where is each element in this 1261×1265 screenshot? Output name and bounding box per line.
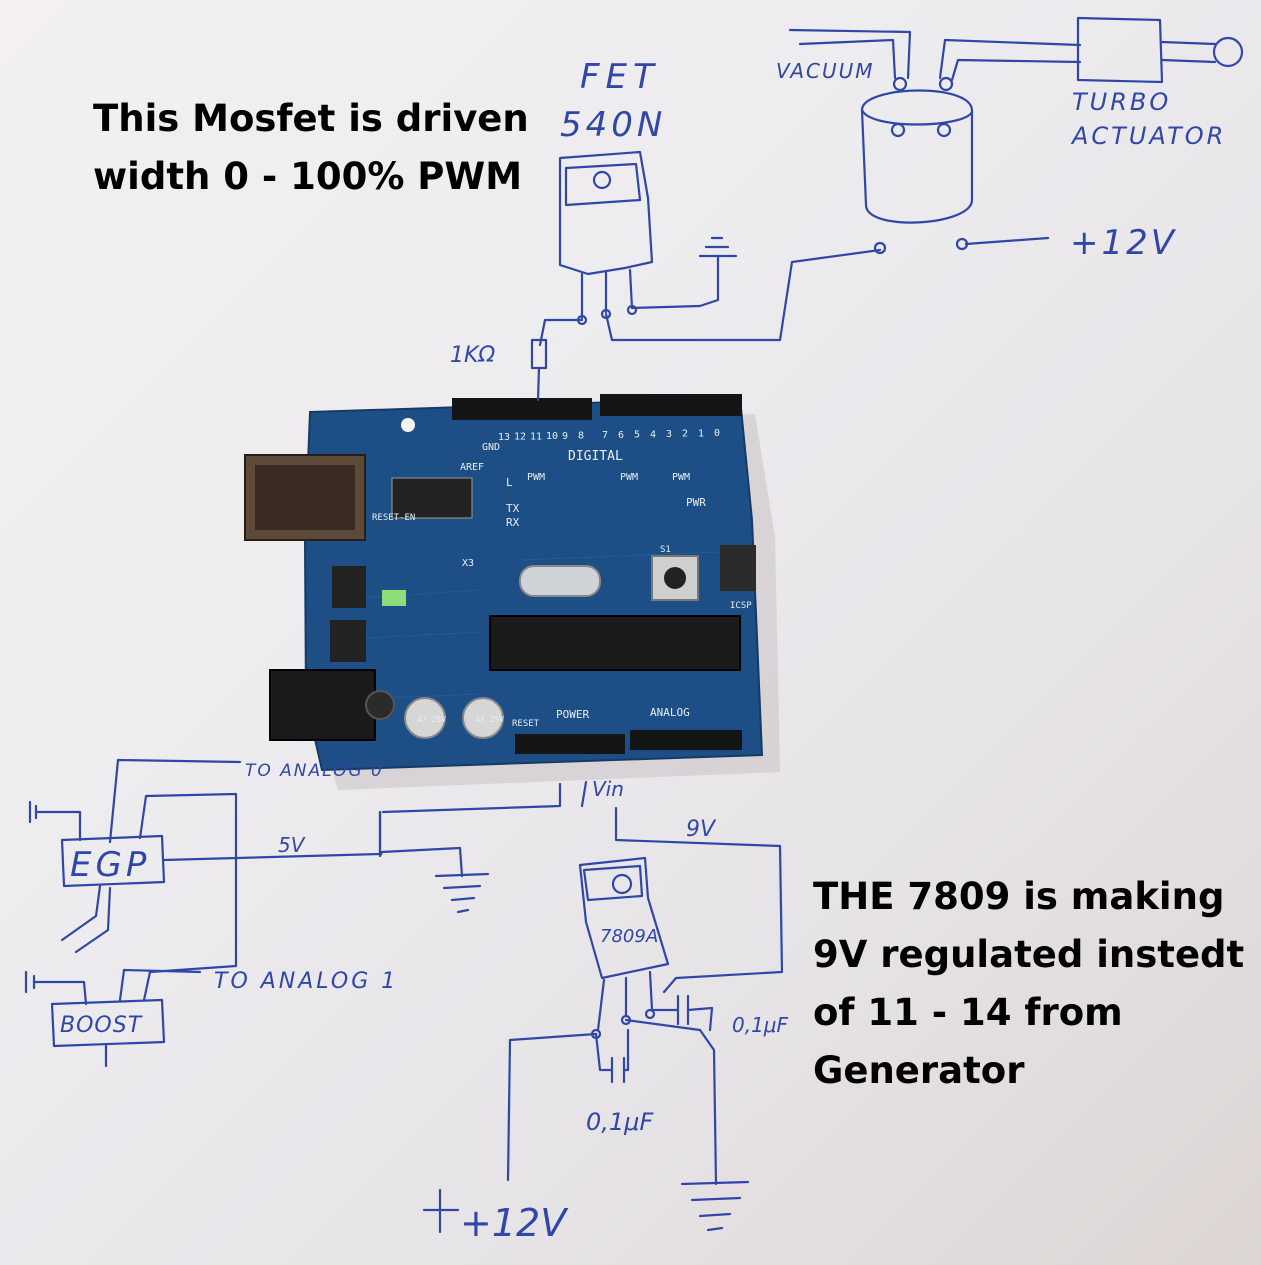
pin-number: 1: [698, 428, 704, 439]
pin-number: 11: [530, 431, 542, 442]
note-pwm-line-1: This Mosfet is driven: [93, 97, 529, 140]
label-pwr: PWR: [686, 496, 706, 509]
power-header: [515, 734, 625, 754]
label-9v: 9V: [686, 817, 717, 842]
label-x3: X3: [462, 558, 474, 569]
usb-chip: [391, 477, 473, 519]
led: [401, 418, 415, 432]
capacitor-right-value: 47 25V: [475, 715, 504, 724]
crystal: [519, 565, 601, 597]
note-reg-line-2: 9V regulated instedt: [813, 933, 1245, 976]
label-boost: BOOST: [60, 1013, 143, 1038]
label-fet: FET: [580, 57, 660, 97]
ink-wiring: [24, 16, 1244, 1234]
green-led: [382, 590, 406, 606]
label-tx: TX: [506, 502, 520, 515]
label-pwm-2: PWM: [620, 472, 638, 483]
note-mosfet-pwm: This Mosfet is driven width 0 - 100% PWM: [93, 90, 529, 206]
pin-number: 4: [650, 429, 656, 440]
pin-number: 7: [602, 430, 608, 441]
note-7809-regulator: THE 7809 is making 9V regulated instedt …: [813, 868, 1244, 1100]
note-reg-line-1: THE 7809 is making: [813, 875, 1225, 918]
label-actuator: ACTUATOR: [1070, 122, 1226, 150]
arduino-board: 47 25V 47 25V DIGITAL PWM PWM PWM AREF G…: [244, 394, 780, 790]
label-to-analog0: TO ANALOG 0: [245, 761, 384, 781]
digital-header-right: [600, 394, 742, 416]
label-l: L: [506, 476, 513, 489]
label-pwm-1: PWM: [527, 472, 545, 483]
pin-number: 3: [666, 429, 672, 440]
atmega-chip: [489, 615, 741, 671]
label-gnd: GND: [482, 442, 500, 453]
capacitor-right: [462, 697, 504, 739]
pin-number: 10: [546, 431, 558, 442]
power-jack: [269, 669, 376, 741]
label-to-analog1: TO ANALOG 1: [214, 969, 398, 994]
label-7809-suffix: A: [645, 926, 658, 947]
label-digital: DIGITAL: [568, 449, 623, 464]
label-power: POWER: [556, 708, 589, 721]
label-7809: 7809: [600, 926, 646, 947]
label-fet-part: 540N: [560, 105, 666, 145]
note-reg-line-3: of 11 - 14 from: [813, 991, 1123, 1034]
note-reg-line-4: Generator: [813, 1049, 1025, 1092]
label-reset-en: RESET-EN: [372, 513, 415, 523]
label-reset: RESET: [512, 719, 540, 729]
pin-number: 2: [682, 429, 688, 440]
analog-header: [630, 730, 742, 750]
label-plus12-top: +12V: [1070, 223, 1177, 263]
label-aref: AREF: [460, 462, 484, 473]
pin-number: 6: [618, 430, 624, 441]
pin-number: 12: [514, 432, 526, 443]
label-cap-bottom: 0,1μF: [586, 1108, 654, 1136]
label-plus12-bottom: +12V: [460, 1201, 569, 1245]
label-s1: S1: [660, 545, 671, 555]
note-pwm-line-2: width 0 - 100% PWM: [93, 155, 523, 198]
voltage-regulator-2: [330, 620, 366, 662]
pin-number: 0: [714, 428, 720, 439]
label-rx: RX: [506, 516, 520, 529]
capacitor-left: [404, 697, 446, 739]
label-5v: 5V: [278, 833, 306, 857]
voltage-regulator-1: [332, 566, 366, 608]
label-resistor: 1KΩ: [450, 343, 495, 368]
icsp-header: [720, 545, 756, 591]
label-cap-right: 0,1μF: [732, 1013, 789, 1037]
capacitor-left-value: 47 25V: [417, 715, 446, 724]
label-analog: ANALOG: [650, 706, 690, 719]
label-pwm-3: PWM: [672, 472, 690, 483]
pin-number: 5: [634, 430, 640, 441]
digital-header-left: [452, 398, 592, 420]
label-egp: EGP: [70, 845, 150, 885]
label-turbo: TURBO: [1072, 88, 1171, 116]
label-vin: Vin: [592, 777, 624, 801]
label-vacuum: VACUUM: [776, 59, 875, 83]
label-icsp: ICSP: [730, 601, 752, 611]
pin-number: 9: [562, 431, 568, 442]
pin-number: 8: [578, 431, 584, 442]
pin-number: 13: [498, 432, 510, 443]
